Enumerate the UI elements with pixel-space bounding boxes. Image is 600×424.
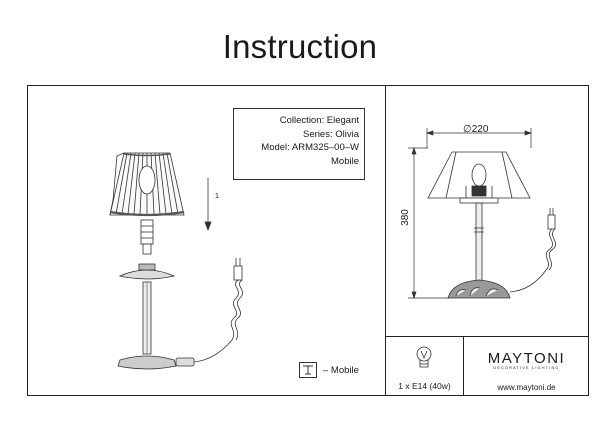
- assembly-arrow: [204, 178, 212, 232]
- bulb-holder-outline: [459, 163, 499, 204]
- horizontal-divider: [385, 336, 589, 337]
- bulb-icon: [416, 346, 432, 368]
- footer-divider: [463, 336, 464, 396]
- assembly-step-number: 1: [215, 193, 219, 200]
- brand-logo: MAYTONI DECORATIVE LIGHTING: [464, 350, 589, 370]
- brand-name: MAYTONI: [487, 350, 566, 367]
- diameter-dimension-line: [425, 128, 533, 148]
- height-label: 380: [399, 209, 411, 226]
- height-dimension-line: [408, 146, 450, 300]
- brand-url[interactable]: www.maytoni.de: [497, 383, 556, 392]
- lamp-bobeche: [118, 263, 176, 280]
- series-label: Series: Olivia: [303, 128, 359, 140]
- vertical-divider: [385, 85, 386, 396]
- lamp-socket: [140, 219, 154, 255]
- type-label: Mobile: [331, 155, 359, 167]
- page-title: Instruction: [222, 28, 378, 65]
- lamp-base: [117, 355, 195, 370]
- collection-label: Collection: Elegant: [279, 115, 359, 126]
- bulb-spec: 1 x E14 (40w): [398, 381, 451, 391]
- power-cord: [193, 258, 243, 363]
- legend: – Mobile: [299, 360, 379, 382]
- shade-outline: [427, 151, 531, 199]
- right-power-cord: [509, 208, 556, 293]
- legend-label: – Mobile: [323, 365, 359, 376]
- lamp-stem: [142, 281, 152, 355]
- mobile-symbol-icon: [299, 362, 317, 378]
- diameter-label: ∅220: [463, 124, 489, 135]
- drawing-frame: [27, 85, 589, 396]
- product-info-box: Collection: Elegant Series: Olivia Model…: [233, 108, 365, 180]
- stem-base-outline: [447, 202, 511, 299]
- lamp-shade: [109, 152, 185, 217]
- brand-tagline: DECORATIVE LIGHTING: [493, 366, 560, 370]
- model-label: Model: ARM325–00–W: [261, 142, 359, 153]
